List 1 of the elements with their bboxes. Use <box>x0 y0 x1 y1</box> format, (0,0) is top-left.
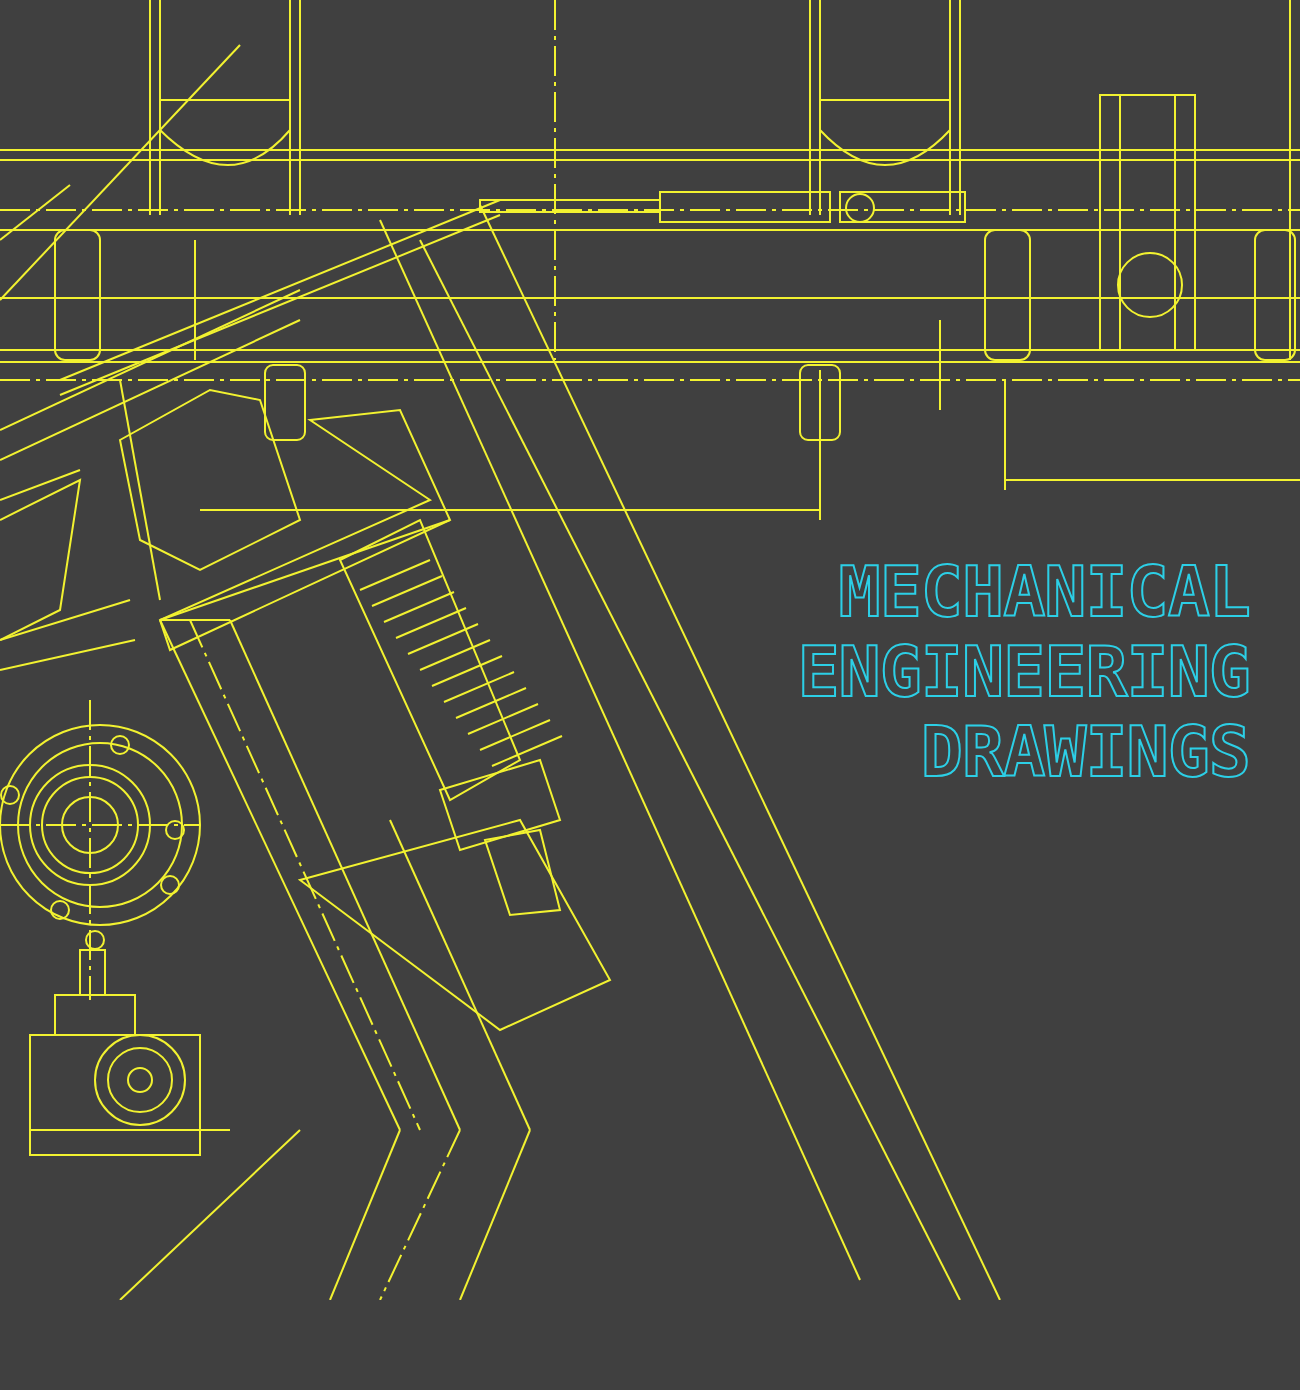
title: MECHANICAL ENGINEERING DRAWINGS <box>796 552 1250 792</box>
